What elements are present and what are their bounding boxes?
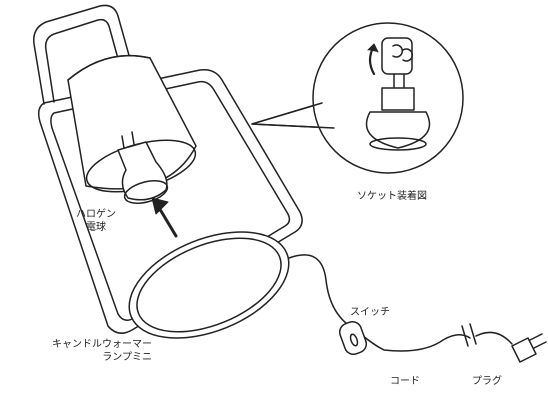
lamp-name-label: キャンドルウォーマー ランプミニ [8, 338, 152, 364]
plug-label: プラグ [472, 376, 502, 387]
cord-label: コード [390, 376, 420, 387]
cord [288, 254, 471, 352]
arrow [156, 204, 178, 238]
halogen-label-line2: 電球 [86, 222, 106, 233]
power-plug [511, 337, 537, 363]
socket-caption: ソケット装着図 [357, 191, 427, 202]
lamp-label-line1: キャンドルウォーマー [52, 339, 152, 350]
halogen-bulb [117, 141, 168, 201]
switch-label: スイッチ [350, 307, 390, 318]
lamp-base [128, 231, 290, 339]
lamp-label-line2: ランプミニ [102, 352, 152, 363]
lamp-handle [33, 4, 133, 105]
lamp-frame-inner [50, 80, 291, 321]
halogen-bulb-label: ハロゲン 電球 [76, 208, 116, 234]
cord-switch [338, 320, 368, 356]
halogen-label-line1: ハロゲン [76, 209, 116, 220]
